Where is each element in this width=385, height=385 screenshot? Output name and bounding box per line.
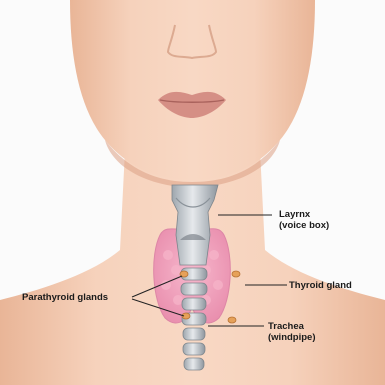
trachea-label-line2: (windpipe) xyxy=(268,332,316,343)
larynx-label: Layrnx (voice box) xyxy=(279,209,329,231)
trachea-label-line1: Trachea xyxy=(268,321,316,332)
larynx-label-line1: Layrnx xyxy=(279,209,329,220)
trachea-label: Trachea (windpipe) xyxy=(268,321,316,343)
face-skin xyxy=(70,0,315,180)
parathyroid-label: Parathyroid glands xyxy=(22,292,108,303)
thyroid-label: Thyroid gland xyxy=(289,280,352,291)
larynx-label-line2: (voice box) xyxy=(279,220,329,231)
